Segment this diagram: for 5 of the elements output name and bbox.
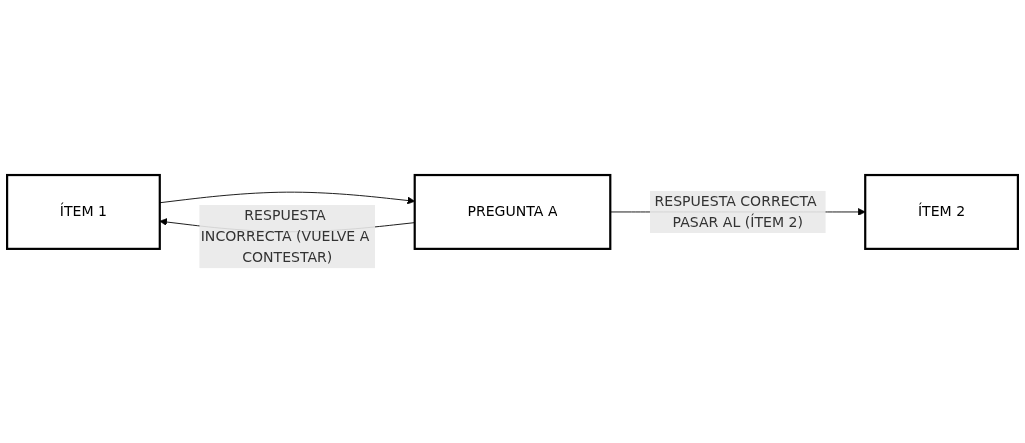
node-box: ÍTEM 1 bbox=[6, 173, 161, 250]
node-box: ÍTEM 2 bbox=[864, 173, 1019, 250]
node-box: PREGUNTA A bbox=[413, 173, 612, 250]
edge-label: RESPUESTA CORRECTA PASAR AL (ÍTEM 2) bbox=[654, 192, 817, 231]
edge-label: RESPUESTA INCORRECTA (VUELVE A CONTESTAR) bbox=[200, 206, 370, 266]
